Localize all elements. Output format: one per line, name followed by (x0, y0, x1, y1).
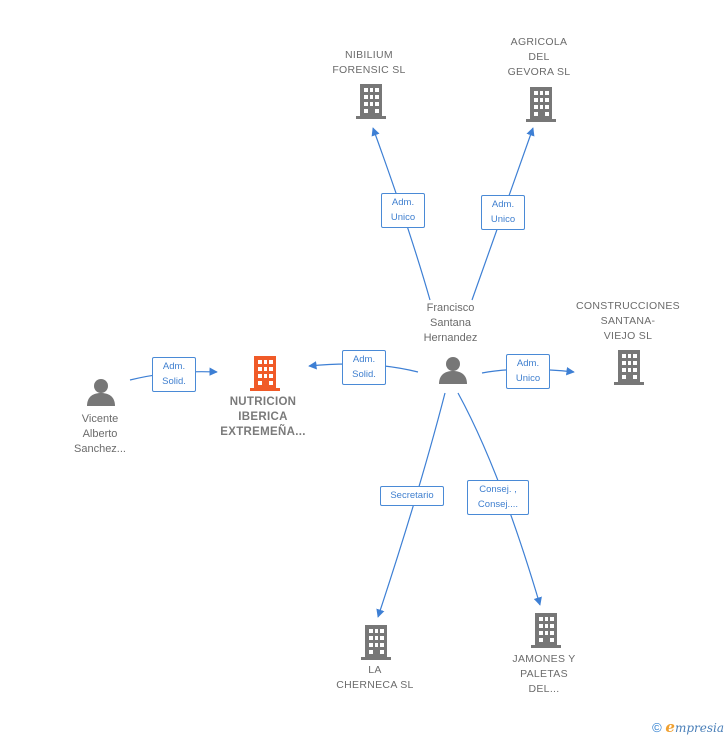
building-icon[interactable] (361, 625, 391, 660)
node-label-vicente[interactable]: Vicente Alberto Sanchez... (74, 413, 126, 455)
edge-label-agricola: Adm. Unico (481, 195, 525, 230)
node-label-agricola[interactable]: AGRICOLA DEL GEVORA SL (507, 36, 571, 78)
edge-label-vicente-nutricion: Adm. Solid. (152, 357, 196, 392)
building-icon[interactable] (531, 613, 561, 648)
edge-label-jamones: Consej. , Consej.... (467, 480, 529, 515)
building-icon[interactable] (526, 87, 556, 122)
edge-label-nibilium: Adm. Unico (381, 193, 425, 228)
node-label-francisco[interactable]: Francisco Santana Hernandez (423, 302, 478, 344)
building-icon[interactable] (614, 350, 644, 385)
person-icon[interactable] (87, 379, 115, 406)
building-icon[interactable] (356, 84, 386, 119)
copyright-icon: © (652, 720, 662, 735)
empresia-credit: © empresia (652, 718, 724, 736)
empresia-logo: empresia (665, 718, 724, 736)
edge-label-construcciones: Adm. Unico (506, 354, 550, 389)
edge-label-cherneca: Secretario (380, 486, 444, 506)
person-icon[interactable] (439, 357, 467, 384)
node-label-nibilium[interactable]: NIBILIUM FORENSIC SL (332, 49, 406, 76)
building-icon[interactable] (250, 356, 280, 391)
node-label-nutricion[interactable]: NUTRICION IBERICA EXTREMEÑA... (220, 396, 306, 438)
edge-label-francisco-nutricion: Adm. Solid. (342, 350, 386, 385)
node-label-cherneca[interactable]: LA CHERNECA SL (336, 664, 414, 691)
node-label-jamones[interactable]: JAMONES Y PALETAS DEL... (512, 653, 576, 695)
node-label-construcciones[interactable]: CONSTRUCCIONES SANTANA- VIEJO SL (576, 300, 680, 342)
